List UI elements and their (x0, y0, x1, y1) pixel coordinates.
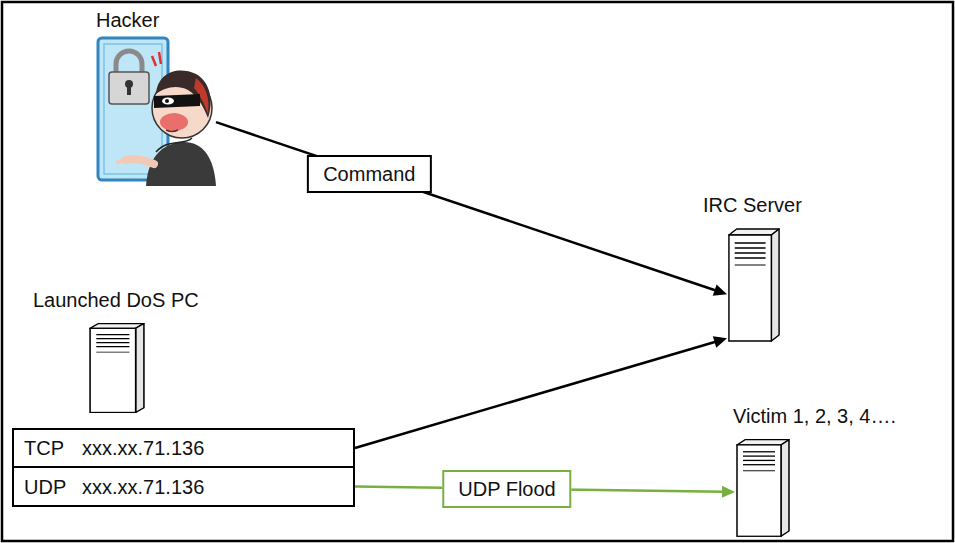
tcp-row: TCPxxx.xx.71.136 (12, 428, 355, 468)
node-label: Launched DoS PC (33, 288, 199, 312)
connector-line (216, 122, 717, 291)
server-icon (727, 227, 781, 343)
arrow-head (722, 486, 735, 498)
dos-pc-node: Launched DoS PC (33, 288, 199, 414)
tcp-arrow (355, 336, 727, 448)
hacker-illustration (96, 34, 216, 186)
edge-label-box: Command (307, 155, 431, 193)
node-label: Victim 1, 2, 3, 4…. (733, 404, 896, 428)
connector-line (355, 341, 716, 448)
victim-node: Victim 1, 2, 3, 4…. (733, 404, 896, 538)
node-label: TCP (24, 436, 82, 460)
node-label: IRC Server (703, 193, 802, 217)
node-label: Hacker (96, 8, 216, 32)
node-label: xxx.xx.71.136 (82, 436, 204, 460)
arrow-head (713, 336, 727, 348)
node-label: xxx.xx.71.136 (82, 475, 204, 499)
arrow-head (713, 284, 727, 295)
server-icon (735, 438, 791, 538)
node-label: UDP (24, 475, 82, 499)
command-arrow (216, 122, 727, 296)
server-icon (88, 322, 146, 414)
irc-server-node: IRC Server (703, 193, 802, 343)
udp-row: UDPxxx.xx.71.136 (12, 466, 355, 507)
hacker-node: Hacker (96, 8, 216, 186)
edge-label-box: UDP Flood (442, 470, 571, 508)
